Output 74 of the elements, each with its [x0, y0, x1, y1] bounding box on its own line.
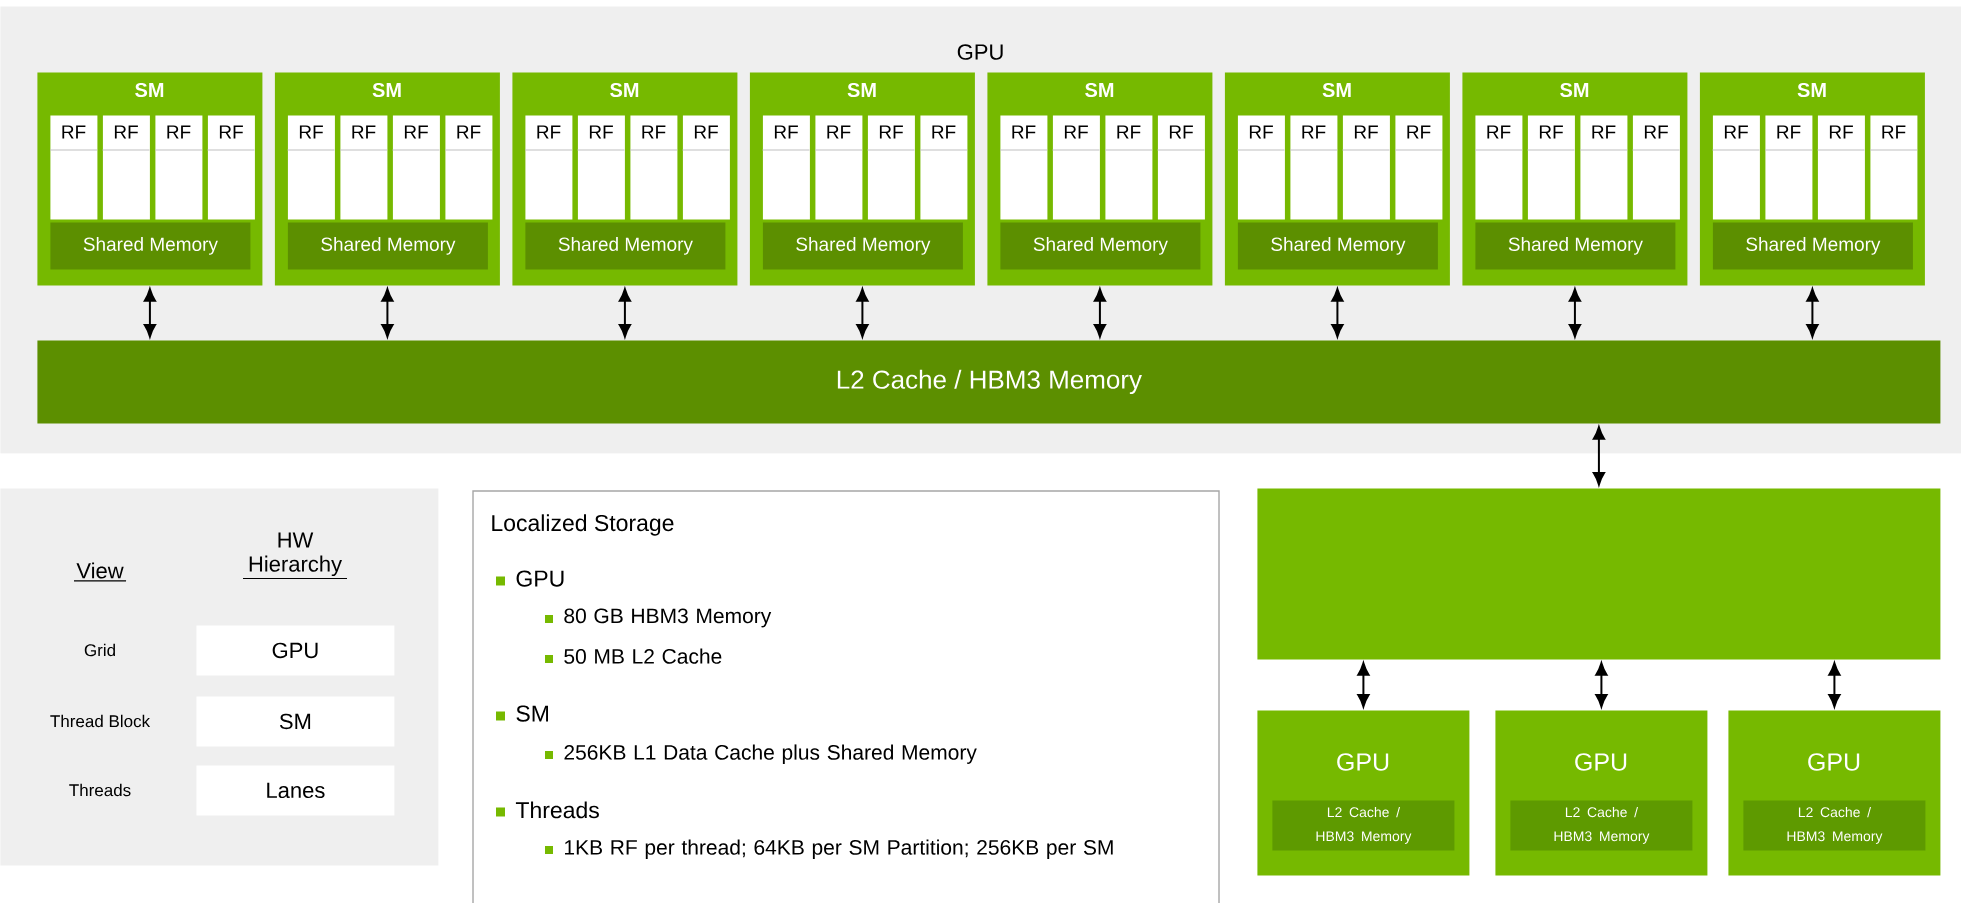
list-item: GPU: [496, 570, 564, 587]
arrow: [1592, 426, 1605, 486]
register-file-column: RF: [1579, 115, 1628, 220]
list-item: 256KB L1 Data Cache plus Shared Memory: [545, 744, 977, 764]
register-file-column: RF: [444, 115, 493, 220]
register-file-column: RF: [1394, 115, 1443, 220]
register-file-column: RF: [1764, 115, 1813, 220]
arrow: [143, 288, 156, 338]
register-file-column: RF: [206, 115, 256, 220]
row-label: Thread Block: [50, 714, 151, 728]
register-file-column: RF: [286, 115, 336, 220]
cache-box: L2 Cache / HBM3 Memory: [1743, 800, 1926, 851]
arrow: [856, 288, 869, 338]
register-file-column: RF: [391, 115, 441, 220]
register-file-column: RF: [154, 115, 203, 220]
register-file-column: RF: [1051, 115, 1101, 220]
hierarchy-box: GPU: [196, 625, 395, 676]
arrow: [1093, 288, 1106, 338]
interconnect-box: [1257, 488, 1941, 660]
shared-memory-bar: Shared Memory: [762, 222, 963, 270]
shared-memory-bar: Shared Memory: [287, 222, 488, 270]
register-file-column: RF: [1236, 115, 1286, 220]
shared-memory-bar: Shared Memory: [1475, 222, 1676, 270]
register-file-column: RF: [681, 115, 731, 220]
hierarchy-box: Lanes: [196, 765, 395, 816]
register-file-column: RF: [999, 115, 1048, 220]
shared-memory-bar: Shared Memory: [525, 222, 726, 270]
register-file-column: RF: [814, 115, 863, 220]
shared-memory-bar: Shared Memory: [1712, 222, 1913, 270]
arrow: [1568, 288, 1581, 338]
register-file-column: RF: [1816, 115, 1866, 220]
register-file-column: RF: [1156, 115, 1206, 220]
list-item: 80 GB HBM3 Memory: [545, 608, 772, 628]
arrow: [1595, 662, 1608, 708]
register-file-column: RF: [1526, 115, 1576, 220]
row-label: Grid: [84, 643, 115, 657]
hierarchy-box: SM: [196, 696, 395, 747]
l2-cache-bar: L2 Cache / HBM3 Memory: [37, 340, 1941, 424]
arrow: [618, 288, 631, 338]
arrow: [1357, 662, 1370, 708]
list-item: 50 MB L2 Cache: [545, 648, 722, 664]
register-file-column: RF: [866, 115, 916, 220]
register-file-column: RF: [1104, 115, 1153, 220]
register-file-column: RF: [629, 115, 678, 220]
cache-box: L2 Cache / HBM3 Memory: [1272, 800, 1455, 851]
register-file-column: RF: [1341, 115, 1391, 220]
register-file-column: RF: [1289, 115, 1338, 220]
shared-memory-bar: Shared Memory: [1237, 222, 1438, 270]
row-label: Threads: [69, 783, 131, 797]
register-file-column: RF: [576, 115, 626, 220]
register-file-column: RF: [1711, 115, 1761, 220]
arrow: [1828, 662, 1841, 708]
shared-memory-bar: Shared Memory: [1000, 222, 1201, 270]
list-item: SM: [496, 705, 548, 722]
storage-list-box: [472, 490, 1220, 903]
register-file-column: RF: [101, 115, 151, 220]
column-heading: View: [73, 562, 127, 582]
arrow: [381, 288, 394, 338]
register-file-column: RF: [761, 115, 811, 220]
register-file-column: RF: [1869, 115, 1918, 220]
register-file-column: RF: [524, 115, 573, 220]
register-file-column: RF: [49, 115, 98, 220]
register-file-column: RF: [1631, 115, 1681, 220]
cache-box: L2 Cache / HBM3 Memory: [1510, 800, 1693, 851]
register-file-column: RF: [919, 115, 968, 220]
arrow: [1806, 288, 1819, 338]
column-heading: HW Hierarchy: [242, 532, 348, 580]
list-item: Threads: [496, 801, 599, 819]
register-file-column: RF: [1474, 115, 1523, 220]
register-file-column: RF: [339, 115, 388, 220]
list-heading: Localized Storage: [492, 514, 674, 536]
shared-memory-bar: Shared Memory: [50, 222, 251, 270]
list-item: 1KB RF per thread; 64KB per SM Partition; 256KB per SM: [545, 839, 1113, 859]
arrow: [1331, 288, 1344, 338]
